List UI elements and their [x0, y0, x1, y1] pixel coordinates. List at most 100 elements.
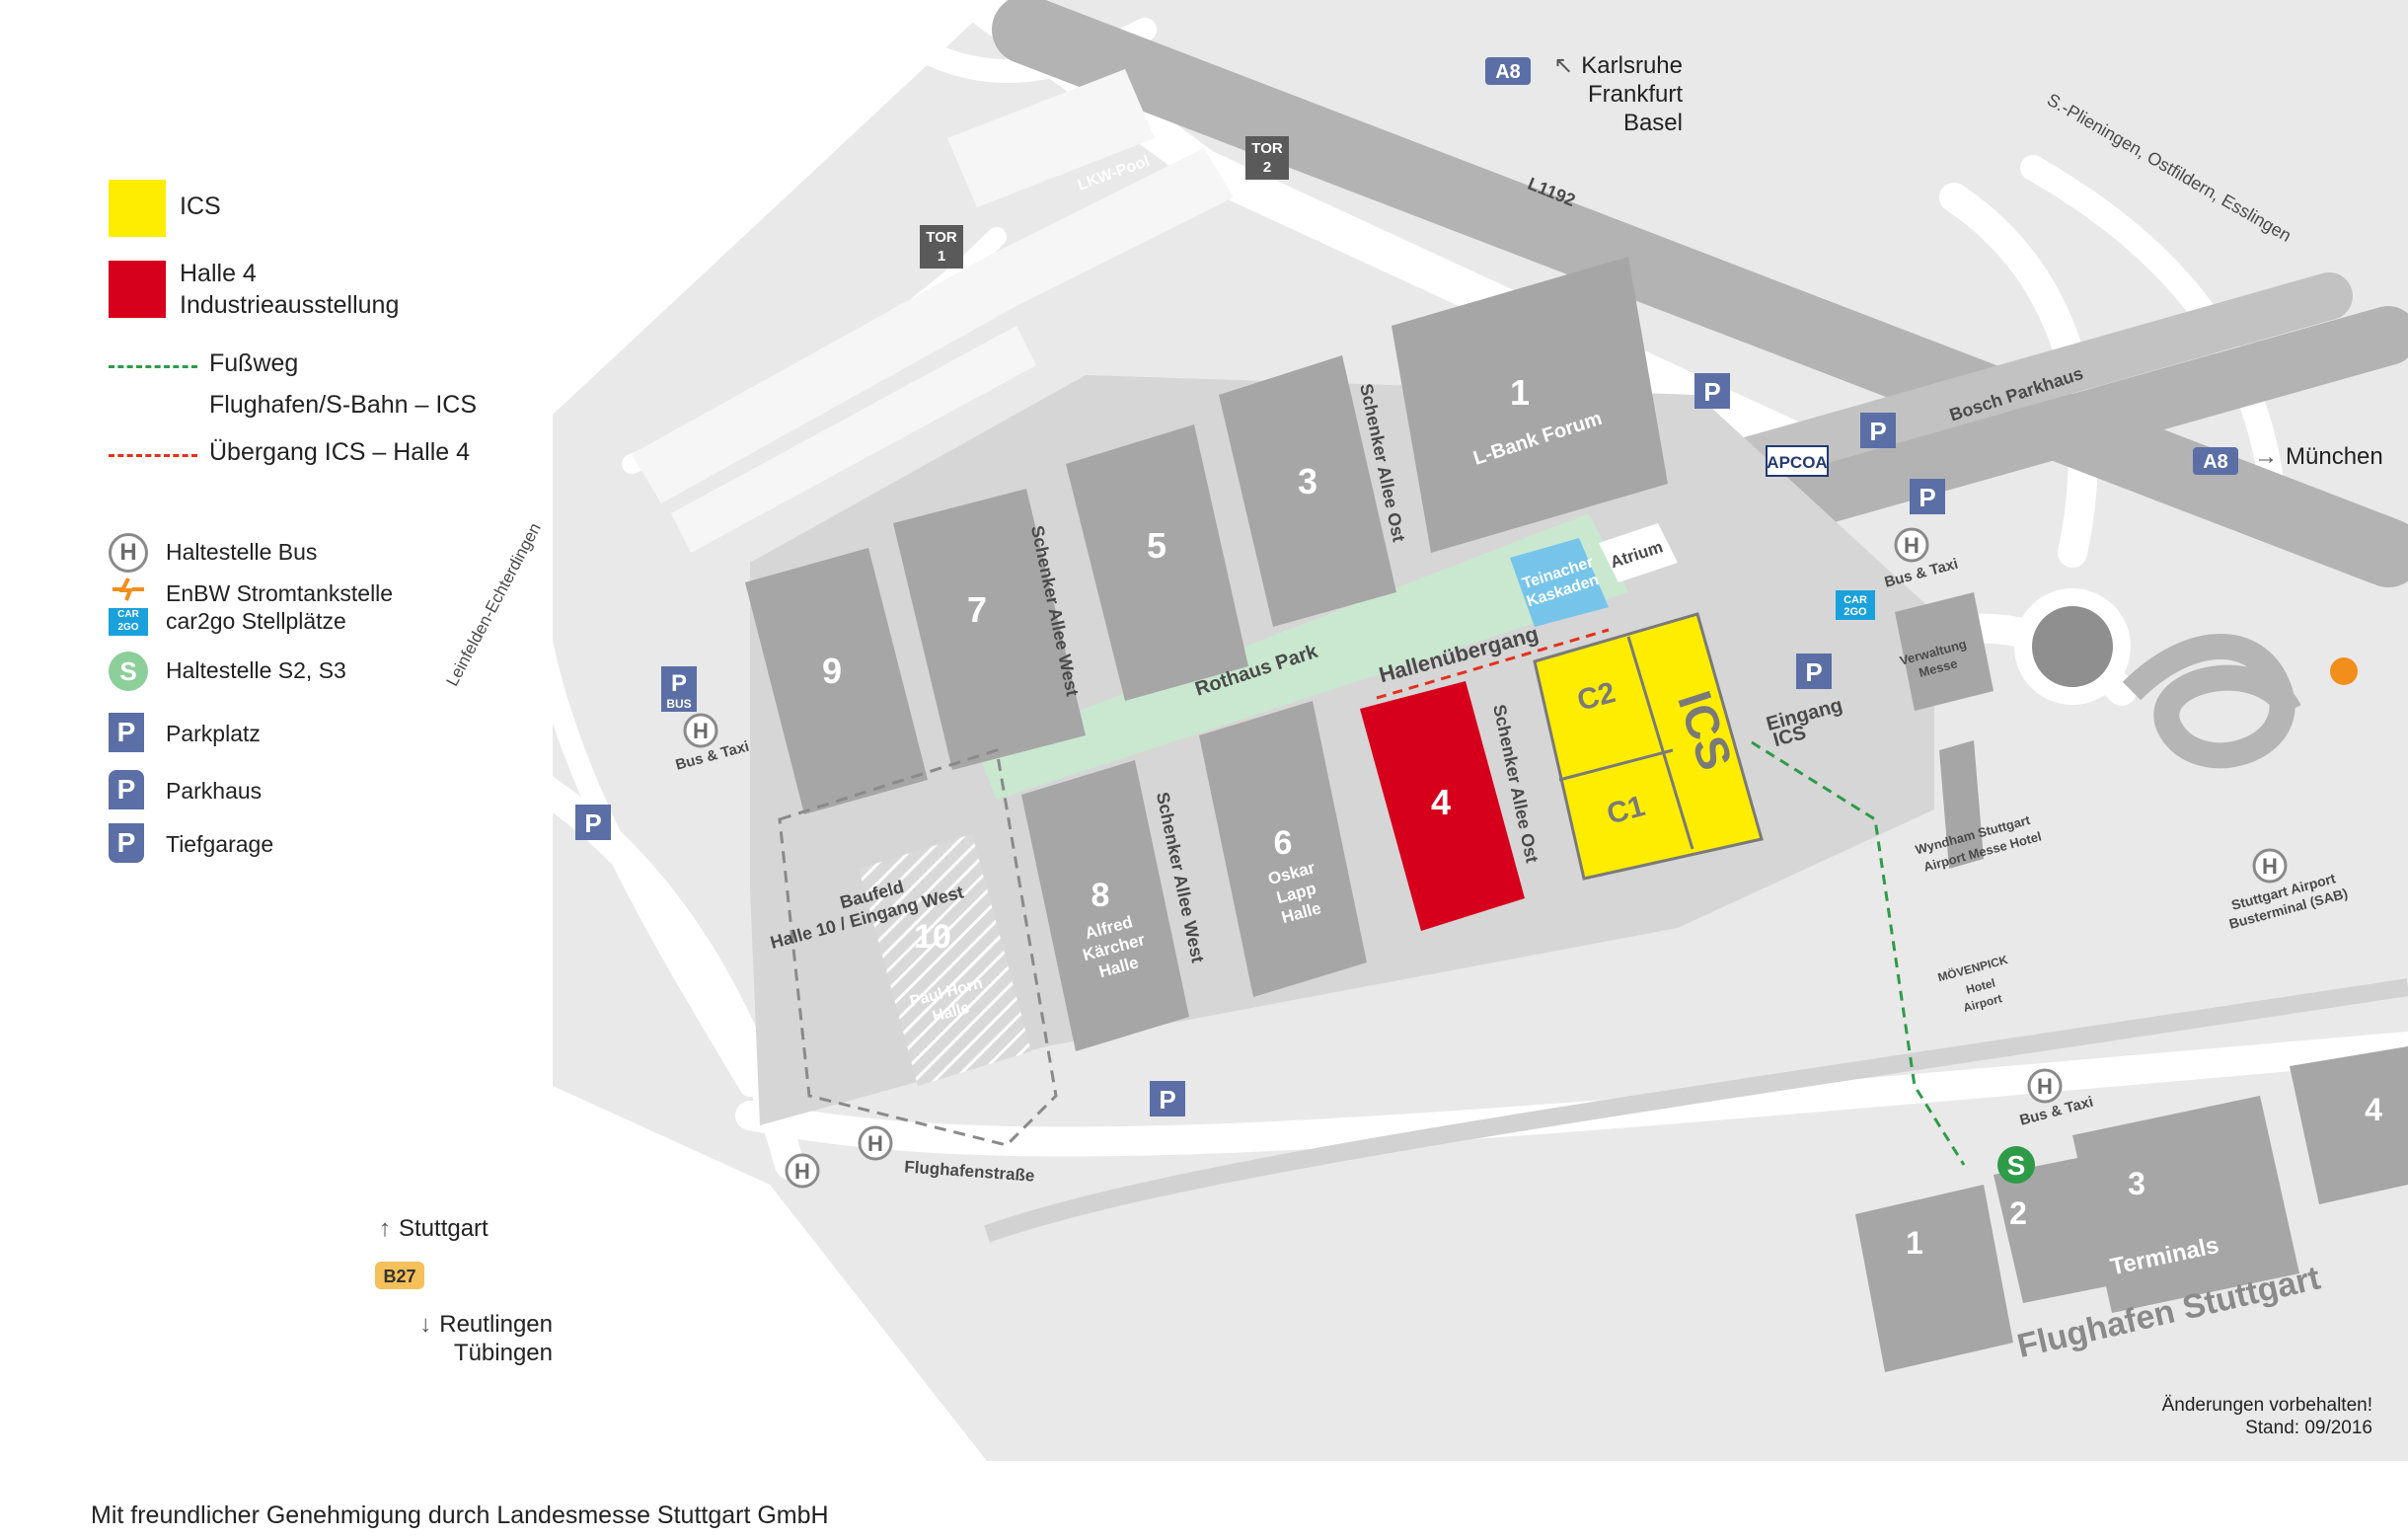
legend-fussweg-line — [109, 365, 197, 368]
terminal-3-number: 3 — [2128, 1166, 2145, 1201]
parking-p: P — [584, 808, 601, 838]
change-note: Änderungen vorbehalten! Stand: 09/2016 — [2162, 1394, 2372, 1439]
parking-icon — [1694, 373, 1730, 409]
dest-muenchen: →München — [2254, 442, 2383, 471]
car2go-top: CAR — [1844, 594, 1867, 606]
highway-a8-right — [1727, 306, 2408, 543]
ics-divider-1 — [1626, 636, 1694, 850]
tor1-line2: 1 — [938, 248, 945, 265]
change-note-line1: Änderungen vorbehalten! — [2161, 1395, 2372, 1416]
hall-7-shape — [893, 489, 1086, 770]
footer-credit: Mit freundlicher Genehmigung durch Lande… — [91, 1501, 829, 1529]
dest-reutlingen-block: ↓Reutlingen Tübingen — [407, 1310, 553, 1367]
parking-p: P — [1869, 417, 1886, 446]
uebergang-path — [1376, 628, 1610, 700]
parking-p: P — [671, 670, 687, 697]
parking-p: P — [1703, 377, 1720, 407]
highway-a8-left — [992, 0, 2408, 587]
legend-halle4-label-1: Halle 4 — [180, 260, 257, 287]
parking-icon — [1910, 479, 1945, 514]
parking-icon — [1860, 413, 1896, 448]
hall-9-shape — [745, 548, 928, 814]
roundabout — [2014, 588, 2131, 705]
dest-stuttgart: ↑Stuttgart — [379, 1214, 489, 1243]
legend-bus-icon: H — [109, 533, 148, 573]
sbahn-station-icon — [1997, 1146, 2035, 1184]
legend-fussweg-label-1: Fußweg — [209, 349, 299, 377]
a8-shield-top — [1485, 57, 1531, 85]
parking-icon — [661, 666, 697, 712]
a8-right-label: A8 — [2203, 451, 2228, 473]
hall-10-shape — [859, 834, 1031, 1086]
legend-car2go-icon: CAR 2GO — [109, 608, 148, 636]
dest-karlsruhe-text: Karlsruhe — [1581, 52, 1683, 79]
apcoa-logo — [1766, 445, 1829, 477]
highway-upper — [1713, 272, 2353, 488]
legend-sbahn-label: Haltestelle S2, S3 — [166, 657, 346, 683]
legend-car2go-label: car2go Stellplätze — [166, 608, 346, 634]
bus-stop-h: H — [1904, 533, 1919, 558]
legend-parkplatz-icon: P — [109, 713, 144, 752]
car2go-bottom: 2GO — [1844, 606, 1867, 618]
legend-ics-label: ICS — [180, 192, 221, 220]
legend-car2go-top: CAR — [117, 609, 139, 620]
tor1-sign — [920, 225, 963, 269]
bus-stop-h: H — [2037, 1074, 2053, 1099]
parking-rows-north — [632, 69, 1234, 553]
teinacher-kaskaden-area — [1510, 538, 1609, 627]
terminal-4-number: 4 — [2365, 1092, 2382, 1127]
parking-icon — [575, 805, 611, 840]
highway-b27 — [984, 978, 2408, 1243]
dest-karlsruhe-block: ↖Karlsruhe Frankfurt Basel — [1549, 51, 1683, 137]
parking-p: P — [1919, 483, 1935, 512]
a8-top-label: A8 — [1495, 61, 1521, 83]
legend-uebergang-label: Übergang ICS – Halle 4 — [209, 438, 471, 466]
rothaus-park-area — [977, 513, 1628, 800]
atrium-area — [1599, 523, 1678, 582]
tor2-line2: 2 — [1263, 159, 1271, 176]
airport-terminals — [1855, 1046, 2408, 1372]
legend-bus-label: Haltestelle Bus — [166, 539, 318, 565]
legend-sbahn-icon: S — [109, 652, 148, 691]
b27-label: B27 — [383, 1267, 415, 1286]
legend-halle4-label-2: Industrieausstellung — [180, 291, 400, 319]
hall-6-number: 6 — [1274, 824, 1293, 862]
legend-uebergang-line — [109, 454, 197, 457]
hall-5-shape — [1066, 424, 1248, 701]
hall-3-number: 3 — [1298, 461, 1317, 501]
legend-halle4-swatch — [109, 261, 166, 318]
exhibition-halls — [745, 257, 1994, 1051]
sbahn-s: S — [2007, 1150, 2026, 1181]
legend-parkhaus-icon: P — [109, 770, 144, 809]
ics-divider-2 — [1558, 748, 1674, 782]
legend-enbw-icon — [109, 577, 148, 602]
legend-tiefgarage-label: Tiefgarage — [166, 831, 274, 857]
bus-stop-h: H — [794, 1159, 810, 1184]
hall-1-shape — [1392, 257, 1668, 553]
parking-p: P — [1805, 657, 1822, 687]
hall-1-number: 1 — [1510, 372, 1530, 413]
apcoa-label: APCOA — [1767, 453, 1827, 472]
building-verwaltung — [1895, 592, 1994, 711]
terminal-2-number: 2 — [2009, 1195, 2027, 1231]
hall-6-shape — [1199, 701, 1367, 997]
fussweg-path — [1751, 740, 1966, 1166]
legend-parkplatz-label: Parkplatz — [166, 721, 261, 746]
hall-8-shape — [1021, 760, 1189, 1051]
hall-4-shape — [1360, 681, 1525, 931]
bus-stop-h: H — [2262, 854, 2278, 879]
hall-5-number: 5 — [1147, 525, 1166, 566]
arrow-up-left-icon: ↖ — [1553, 52, 1574, 79]
tor2-sign — [1245, 136, 1289, 180]
legend-ics-swatch — [109, 180, 166, 237]
dest-tuebingen: Tübingen — [453, 1340, 553, 1366]
b27-shield — [375, 1262, 424, 1289]
bus-stops: H H H H H H — [683, 527, 2288, 1189]
parking-icon — [1150, 1081, 1185, 1116]
dest-karlsruhe: ↖ Karlsruhe — [1549, 51, 1683, 80]
legend-car2go-bottom: 2GO — [117, 622, 139, 633]
a8-shield-right — [2193, 447, 2238, 475]
hall-8-number: 8 — [1091, 877, 1110, 914]
hall-7-number: 7 — [967, 589, 987, 630]
